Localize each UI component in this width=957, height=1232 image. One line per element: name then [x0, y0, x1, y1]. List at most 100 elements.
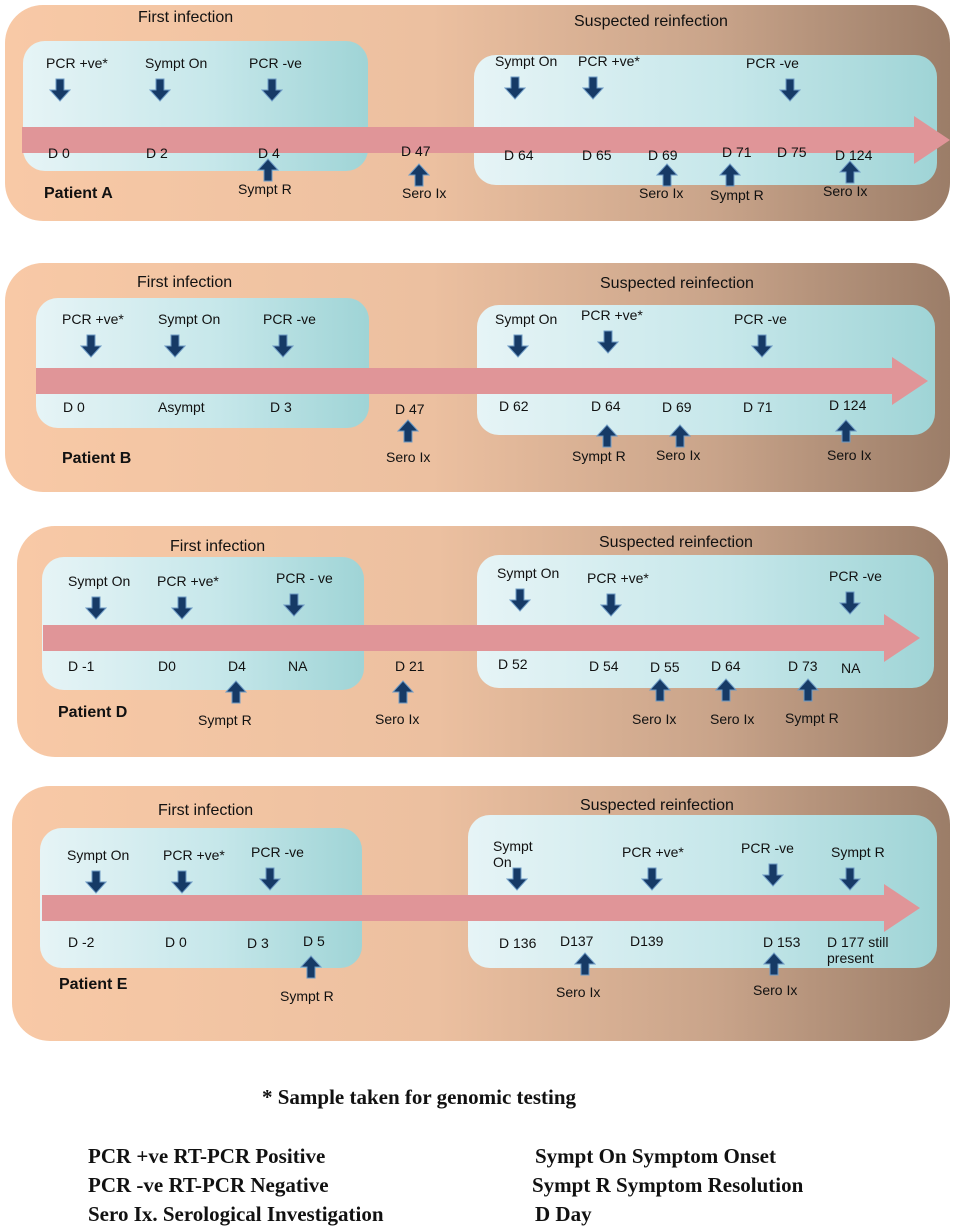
patient-4-second-event-0-top-label: Sympt On — [493, 838, 533, 870]
patient-4-second-event-1-bottom-label: Sero Ix — [556, 984, 601, 1000]
patient-1-second-event-5-day-label: D 124 — [835, 147, 873, 163]
patient-1-second-event-0-day-label: D 64 — [504, 147, 534, 163]
patient-4-second-event-4-top-label: Sympt R — [831, 844, 885, 860]
patient-2-second-event-3-day-label: D 71 — [743, 399, 773, 415]
patient-4-first-event-0-day-label: D -2 — [68, 934, 95, 950]
patient-2-first-event-0-top-label: PCR +ve* — [62, 311, 124, 327]
patient-3-first-event-0-down-arrow-icon — [85, 596, 107, 620]
patient-4-first-event-1-day-label: D 0 — [165, 934, 187, 950]
patient-4-second-event-0-day-label: D 136 — [499, 935, 537, 951]
patient-4-second-event-3-day-label: D 153 — [763, 934, 801, 950]
patient-4-second-event-2-day-label: D139 — [630, 933, 664, 949]
patient-4-first-event-1-top-label: PCR +ve* — [163, 847, 225, 863]
patient-1-second-event-2-bottom-label: Sero Ix — [639, 185, 684, 201]
patient-4-name: Patient E — [59, 976, 128, 993]
patient-3-second-event-4-bottom-label: Sympt R — [785, 710, 839, 726]
patient-3-second-event-2-bottom-label: Sero Ix — [632, 711, 677, 727]
patient-2-name: Patient B — [62, 450, 132, 467]
patient-2-first-event-0-day-label: D 0 — [63, 399, 85, 415]
patient-1-first-infection-title: First infection — [138, 9, 234, 26]
patient-4-second-event-4-day-label: D 177 still present — [827, 934, 889, 966]
patient-4-second-event-3-up-arrow-icon — [763, 952, 785, 976]
patient-2-second-event-4-up-arrow-icon — [835, 419, 857, 443]
patient-2-timeline-arrow — [36, 357, 928, 405]
patient-4-first-event-2-down-arrow-icon — [259, 867, 281, 891]
patient-4-reinfection-box — [468, 815, 937, 968]
patient-3-second-event-2-up-arrow-icon — [649, 678, 671, 702]
patient-3-interval-event-0-up-arrow-icon — [392, 680, 414, 704]
patient-1-reinfection-box — [474, 55, 937, 185]
patient-3-first-event-3-down-arrow-icon — [283, 593, 305, 617]
legend-entry-5: D Day — [535, 1202, 592, 1226]
patient-1-first-event-1-day-label: D 2 — [146, 145, 168, 161]
patient-2-first-event-2-top-label: PCR -ve — [263, 311, 316, 327]
patient-3-first-event-2-day-label: D4 — [228, 658, 246, 674]
patient-2-first-event-1-day-label: Asympt — [158, 399, 205, 415]
patient-1-first-event-2-down-arrow-icon — [261, 78, 283, 102]
patient-3-second-event-3-bottom-label: Sero Ix — [710, 711, 755, 727]
patient-1-first-event-2-top-label: PCR -ve — [249, 55, 302, 71]
patient-3-reinfection-title: Suspected reinfection — [599, 534, 753, 551]
patient-2-second-event-1-down-arrow-icon — [597, 330, 619, 354]
patient-3-first-event-3-day-label: NA — [288, 658, 308, 674]
patient-1-second-event-0-top-label: Sympt On — [495, 53, 558, 69]
patient-1-interval-event-0-up-arrow-icon — [408, 163, 430, 187]
patient-3-second-event-4-day-label: D 73 — [788, 658, 818, 674]
patient-1-second-event-4-top-label: PCR -ve — [746, 55, 799, 71]
patient-1-first-event-2-up-arrow-icon — [257, 158, 279, 182]
legend-entry-1: PCR -ve RT-PCR Negative — [88, 1173, 329, 1197]
patient-4-second-event-4-down-arrow-icon — [839, 867, 861, 891]
patient-3-reinfection-box — [477, 555, 934, 688]
patient-4-first-event-1-down-arrow-icon — [171, 870, 193, 894]
patient-4-second-event-2-top-label: PCR +ve* — [622, 844, 684, 860]
patient-2-first-event-0-down-arrow-icon — [80, 334, 102, 358]
patient-1-interval-event-0-day-label: D 47 — [401, 143, 431, 159]
patient-1-timeline-arrow — [22, 116, 950, 164]
patient-1-first-event-1-top-label: Sympt On — [145, 55, 208, 71]
patient-3-first-event-3-top-label: PCR - ve — [276, 570, 333, 586]
patient-2-second-event-0-top-label: Sympt On — [495, 311, 558, 327]
patient-3-second-event-4-up-arrow-icon — [797, 678, 819, 702]
patient-3-first-event-2-bottom-label: Sympt R — [198, 712, 252, 728]
patient-4-first-event-3-day-label: D 5 — [303, 933, 325, 949]
patient-4-first-event-2-day-label: D 3 — [247, 935, 269, 951]
patient-2-second-event-1-top-label: PCR +ve* — [581, 307, 643, 323]
patient-3-first-event-1-top-label: PCR +ve* — [157, 573, 219, 589]
patient-1-second-event-1-down-arrow-icon — [582, 76, 604, 100]
patient-3-name: Patient D — [58, 704, 128, 721]
patient-2-first-infection-title: First infection — [137, 274, 233, 291]
patient-4-reinfection-title: Suspected reinfection — [580, 797, 734, 814]
patient-4-first-event-3-bottom-label: Sympt R — [280, 988, 334, 1004]
patient-3-first-event-1-day-label: D0 — [158, 658, 176, 674]
patient-3-interval-event-0-bottom-label: Sero Ix — [375, 711, 420, 727]
patient-1-first-event-1-down-arrow-icon — [149, 78, 171, 102]
patient-2-second-event-1-bottom-label: Sympt R — [572, 448, 626, 464]
patient-1-first-event-0-down-arrow-icon — [49, 78, 71, 102]
patient-1-reinfection-title: Suspected reinfection — [574, 13, 728, 30]
patient-4-second-event-1-up-arrow-icon — [574, 952, 596, 976]
patient-4-timeline-arrow — [42, 884, 920, 932]
patient-2-second-event-2-day-label: D 69 — [662, 399, 692, 415]
patient-2-interval-event-0-up-arrow-icon — [397, 419, 419, 443]
patient-4-second-event-3-down-arrow-icon — [762, 863, 784, 887]
patient-1-second-event-1-day-label: D 65 — [582, 147, 612, 163]
patient-1-second-event-3-day-label: D 71 — [722, 144, 752, 160]
patient-1-second-event-1-top-label: PCR +ve* — [578, 53, 640, 69]
patient-3-second-event-0-day-label: D 52 — [498, 656, 528, 672]
patient-3-second-event-5-down-arrow-icon — [839, 591, 861, 615]
patient-2-first-event-1-down-arrow-icon — [164, 334, 186, 358]
footnote: * Sample taken for genomic testing — [262, 1085, 577, 1109]
patient-3-second-event-2-day-label: D 55 — [650, 659, 680, 675]
patient-4-first-event-0-top-label: Sympt On — [67, 847, 130, 863]
patient-4-second-event-3-bottom-label: Sero Ix — [753, 982, 798, 998]
legend-entry-3: Sympt On Symptom Onset — [535, 1144, 776, 1168]
patient-2-second-event-2-bottom-label: Sero Ix — [656, 447, 701, 463]
patient-1-first-event-0-top-label: PCR +ve* — [46, 55, 108, 71]
patient-3-second-event-3-up-arrow-icon — [715, 678, 737, 702]
patient-1-second-event-5-bottom-label: Sero Ix — [823, 183, 868, 199]
patient-3-second-event-1-top-label: PCR +ve* — [587, 570, 649, 586]
patient-3-first-event-0-day-label: D -1 — [68, 658, 95, 674]
patient-3-interval-event-0-day-label: D 21 — [395, 658, 425, 674]
patient-3-first-event-2-up-arrow-icon — [225, 680, 247, 704]
patient-2-second-event-0-down-arrow-icon — [507, 334, 529, 358]
